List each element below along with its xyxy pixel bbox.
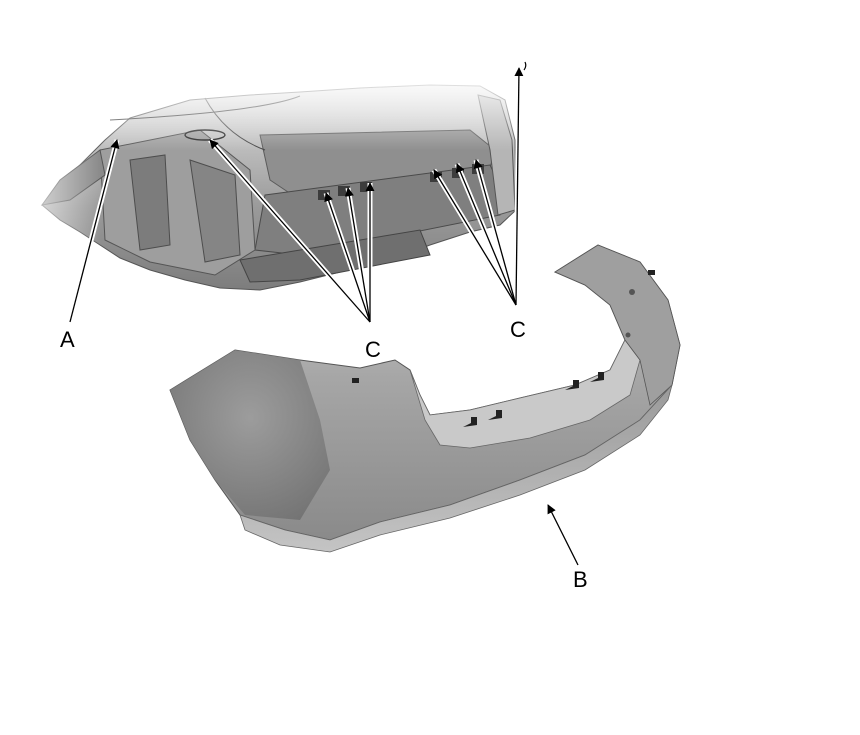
rear-bumper-cover [169,244,681,553]
leader-c7 [473,159,517,306]
label-c-center: C [365,337,381,362]
label-c-right: C [510,317,526,342]
leader-c3 [344,187,371,323]
leader-c2 [324,192,371,323]
callout-labels: A C C B [60,317,588,592]
label-b: B [573,567,588,592]
callout-leaders [67,61,579,566]
vehicle-rear-body [0,70,560,300]
leader-b [547,504,579,566]
leader-c1 [209,139,371,323]
leader-c6 [455,163,517,306]
leader-a [69,139,120,323]
label-a: A [60,327,75,352]
leader-c5 [433,169,517,306]
leader-c8 [514,67,524,306]
